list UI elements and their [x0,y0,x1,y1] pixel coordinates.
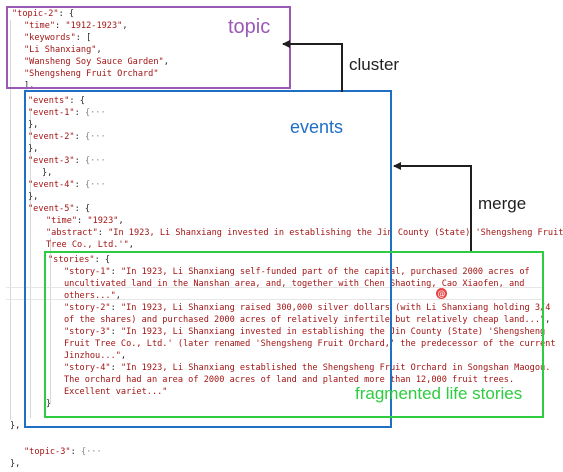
code-line: "story-4": "In 1923, Li Shanxiang establ… [64,363,551,373]
fold-marker[interactable]: {··· [84,108,106,118]
topic-key: "topic-2" [12,9,59,19]
topic-label: topic [228,16,271,38]
indent-guide [50,238,51,403]
code-line: }, [28,192,39,202]
stories-label: fragmented life stories [355,384,523,403]
code-line: }, [10,459,21,469]
fold-marker[interactable]: {··· [84,132,106,142]
code-line: "time": "1923", [46,216,124,226]
cluster-label: cluster [349,55,400,74]
code-line: "event-3": {··· [28,156,106,166]
code-line: Jinzhou...", [64,351,127,361]
code-line: } [46,399,52,409]
code-line: "story-2": "In 1923, Li Shanxiang raised… [64,303,551,313]
code-line: "events": { [28,96,85,106]
fold-marker[interactable]: {··· [84,156,106,166]
arrows [282,40,472,251]
fold-marker[interactable]: {··· [80,447,102,457]
copilot-icon[interactable]: @ [436,288,447,299]
code-line: uncultivated land in the Nanshan area, a… [64,279,525,289]
stories-box [44,251,544,418]
code-line: ], [24,81,35,91]
code-line: }, [42,168,53,178]
code-line: "Li Shanxiang", [24,45,102,55]
code-line: "Wansheng Soy Sauce Garden", [24,57,169,67]
topic-box [6,6,291,89]
code-line: "time": "1912-1923", [24,21,128,31]
code-line: Tree Co., Ltd.'", [46,240,134,250]
code-line: Excellent variet..." [64,387,168,397]
code-line: others...", [64,291,121,301]
code-line: "Shengsheng Fruit Orchard" [24,69,159,79]
fold-marker[interactable]: {··· [84,180,106,190]
code-line: "event-1": {··· [28,108,106,118]
code-line: "stories": { [48,255,111,265]
code-line: "topic-2": { [12,9,75,19]
code-line: Fruit Tree Co., Ltd.' (later renamed 'Sh… [64,339,556,349]
code-line: "story-3": "In 1923, Li Shanxiang invest… [64,327,546,337]
code-line: "topic-3": {··· [24,447,102,457]
code-line: "event-5": { [28,204,91,214]
code-line: }, [28,144,39,154]
cluster-arrow [282,40,343,92]
code-line: "keywords": [ [24,33,92,43]
code-line: }, [10,421,21,431]
code-line: "story-1": "In 1923, Li Shanxiang self-f… [64,267,530,277]
indent-guide [10,20,11,420]
code-line: of the shares) and purchased 2000 acres … [64,315,551,325]
merge-label: merge [478,194,527,213]
code-line: "event-2": {··· [28,132,106,142]
code-line: "event-4": {··· [28,180,106,190]
code-line: "abstract": "In 1923, Li Shanxiang inves… [46,228,563,238]
events-box [24,90,392,428]
current-line-highlight [6,287,544,300]
code-line: }, [28,120,39,130]
code-line: The orchard had an area of 2000 acres of… [64,375,515,385]
events-label: events [290,117,344,137]
json-code-view: "topic-2": { "time": "1912-1923", "keywo… [6,9,563,469]
merge-arrow [393,162,472,251]
indent-guide [30,108,31,418]
